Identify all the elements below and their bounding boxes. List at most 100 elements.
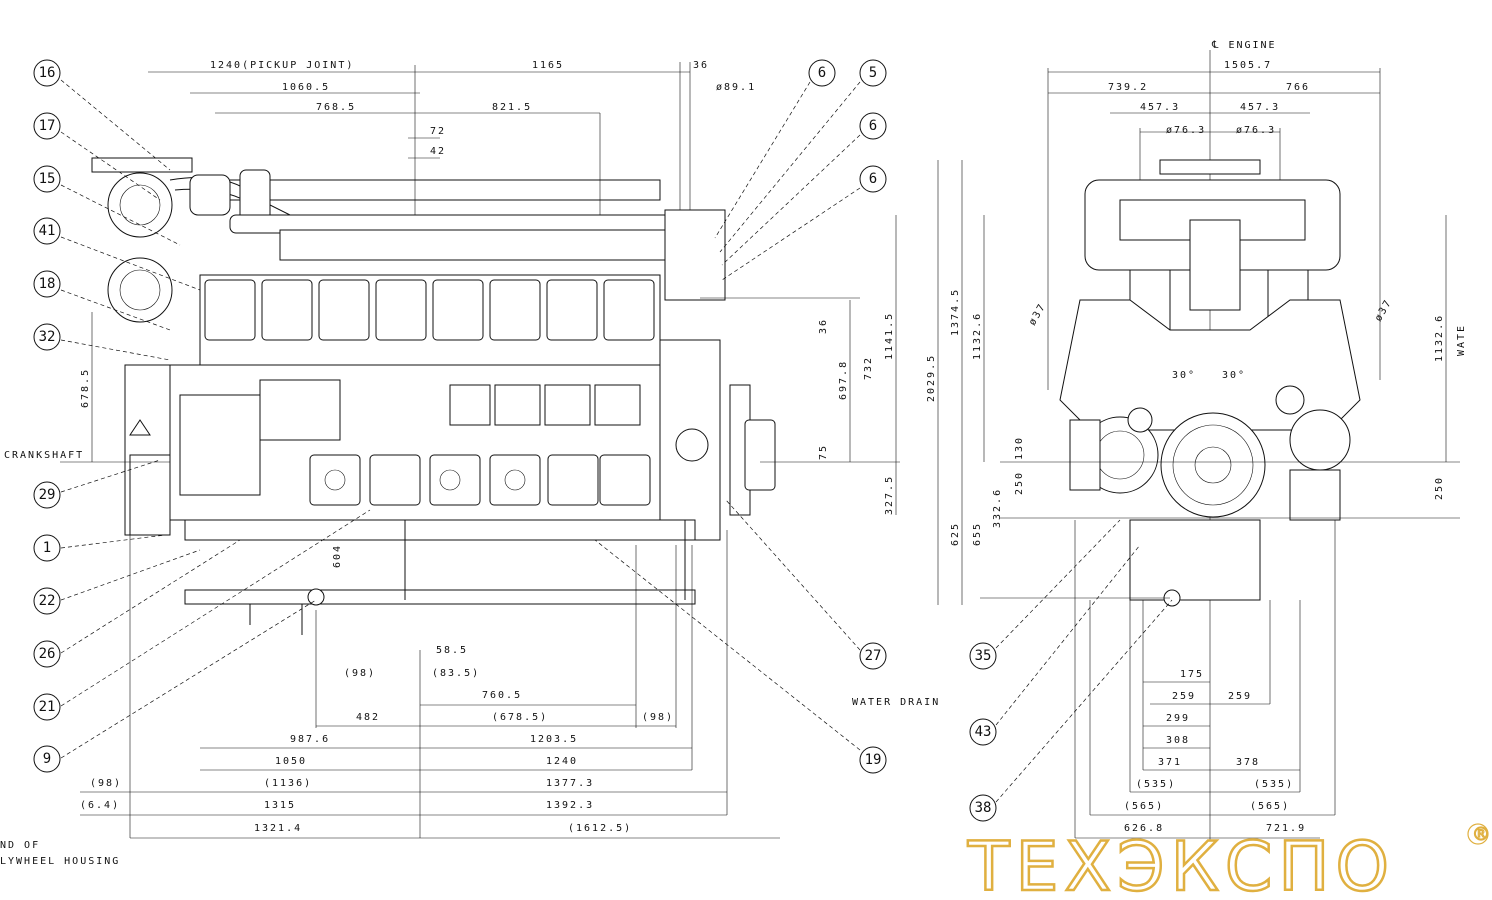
dim-58-5: 58.5: [436, 645, 468, 656]
watermark-logo: ТЕХЭКСПО ®: [966, 823, 1491, 900]
callout-27: 27: [859, 642, 887, 670]
callout-22: 22: [33, 587, 61, 615]
callout-6-b: 6: [859, 112, 887, 140]
dim-2029-5: 2029.5: [926, 354, 937, 402]
dim-250-r: 250: [1434, 476, 1445, 500]
dim-pickup-joint: 1240(PICKUP JOINT): [210, 60, 354, 71]
dim-72: 72: [430, 126, 446, 137]
dim-dia-89-1: ø89.1: [716, 82, 756, 93]
dim-1050: 1050: [275, 756, 307, 767]
dim-259-r: 259: [1228, 691, 1252, 702]
svg-text:5: 5: [869, 65, 877, 81]
dim-36: 36: [693, 60, 709, 71]
callout-41: 41: [33, 217, 61, 245]
dim-1374-5: 1374.5: [950, 288, 961, 336]
dim-482: 482: [356, 712, 380, 723]
dim-332-6: 332.6: [992, 488, 1003, 528]
callout-21: 21: [33, 693, 61, 721]
callout-29: 29: [33, 481, 61, 509]
dim-678-5-b: (678.5): [492, 712, 548, 723]
dim-dia-76-3-r: ø76.3: [1236, 125, 1276, 136]
callout-1: 1: [33, 534, 61, 562]
dim-98-b: (98): [642, 712, 674, 723]
svg-text:16: 16: [39, 65, 56, 81]
svg-text:43: 43: [975, 724, 992, 740]
dim-378: 378: [1236, 757, 1260, 768]
svg-text:1: 1: [43, 540, 51, 556]
dim-1315: 1315: [264, 800, 296, 811]
dim-987-6: 987.6: [290, 734, 330, 745]
callout-38: 38: [969, 794, 997, 822]
watermark-text: ТЕХЭКСПО: [967, 828, 1395, 900]
dim-1612-5: (1612.5): [568, 823, 632, 834]
dim-1505-7: 1505.7: [1224, 60, 1272, 71]
dim-dia-37-r: ø37: [1373, 297, 1395, 323]
dim-821-5: 821.5: [492, 102, 532, 113]
note-flywheel-housing: LYWHEEL HOUSING: [0, 856, 120, 867]
rocker-covers: [199, 274, 661, 366]
dim-1060-5: 1060.5: [282, 82, 330, 93]
dim-1392-3: 1392.3: [546, 800, 594, 811]
front-view: ℄ ENGINE 739.2 1505.7 766 457.3 457.3 ø7…: [926, 40, 1467, 840]
callout-15: 15: [33, 165, 61, 193]
dim-1240: 1240: [546, 756, 578, 767]
dim-565-r: (565): [1250, 801, 1290, 812]
dim-604: 604: [332, 544, 343, 568]
callouts: 16 17 15 41 18 32 29 1 22 26 21 9 6 5 6 …: [33, 59, 997, 822]
svg-text:35: 35: [975, 648, 992, 664]
side-view: 1240(PICKUP JOINT) 1165 36 1060.5 ø89.1 …: [0, 60, 938, 867]
dim-457-3-l: 457.3: [1140, 102, 1180, 113]
angle-30-right: 30°: [1222, 370, 1246, 381]
dim-1136: (1136): [264, 778, 312, 789]
dim-308: 308: [1166, 735, 1190, 746]
dim-1377-3: 1377.3: [546, 778, 594, 789]
svg-text:17: 17: [39, 118, 56, 134]
label-water: WATE: [1456, 324, 1467, 356]
dim-457-3-r: 457.3: [1240, 102, 1280, 113]
svg-text:6: 6: [818, 65, 826, 81]
svg-text:19: 19: [865, 752, 882, 768]
dim-259-l: 259: [1172, 691, 1196, 702]
svg-text:15: 15: [39, 171, 56, 187]
callout-9: 9: [33, 745, 61, 773]
registered-mark-circle: [1467, 823, 1489, 845]
callout-6-a: 6: [808, 59, 836, 87]
dim-6-4: (6.4): [80, 800, 120, 811]
dim-678-5: 678.5: [80, 368, 91, 408]
callout-19: 19: [859, 746, 887, 774]
dim-625: 625: [950, 522, 961, 546]
dim-535-r: (535): [1254, 779, 1294, 790]
svg-text:6: 6: [869, 171, 877, 187]
svg-text:41: 41: [39, 223, 56, 239]
callout-35: 35: [969, 642, 997, 670]
svg-text:21: 21: [39, 699, 56, 715]
dim-768-5: 768.5: [316, 102, 356, 113]
dim-760-5: 760.5: [482, 690, 522, 701]
callout-16: 16: [33, 59, 61, 87]
dim-130: 130: [1014, 436, 1025, 460]
dim-1132-6-r: 1132.6: [1434, 314, 1445, 362]
dim-175: 175: [1180, 669, 1204, 680]
callout-6-c: 6: [859, 165, 887, 193]
dim-655: 655: [972, 522, 983, 546]
callout-43: 43: [969, 718, 997, 746]
callout-32: 32: [33, 323, 61, 351]
svg-text:38: 38: [975, 800, 992, 816]
callout-5: 5: [859, 59, 887, 87]
dim-1141-5: 1141.5: [884, 312, 895, 360]
dim-dia-37-l: ø37: [1027, 301, 1049, 327]
dim-327-5: 327.5: [884, 475, 895, 515]
dim-1321-4: 1321.4: [254, 823, 302, 834]
svg-text:22: 22: [39, 593, 56, 609]
dim-535-l: (535): [1136, 779, 1176, 790]
callout-17: 17: [33, 112, 61, 140]
dim-565-l: (565): [1124, 801, 1164, 812]
dim-42: 42: [430, 146, 446, 157]
dim-98-c: (98): [90, 778, 122, 789]
svg-text:6: 6: [869, 118, 877, 134]
dim-626-8: 626.8: [1124, 823, 1164, 834]
svg-text:32: 32: [39, 329, 56, 345]
angle-30-left: 30°: [1172, 370, 1196, 381]
dim-250-l: 250: [1014, 471, 1025, 495]
